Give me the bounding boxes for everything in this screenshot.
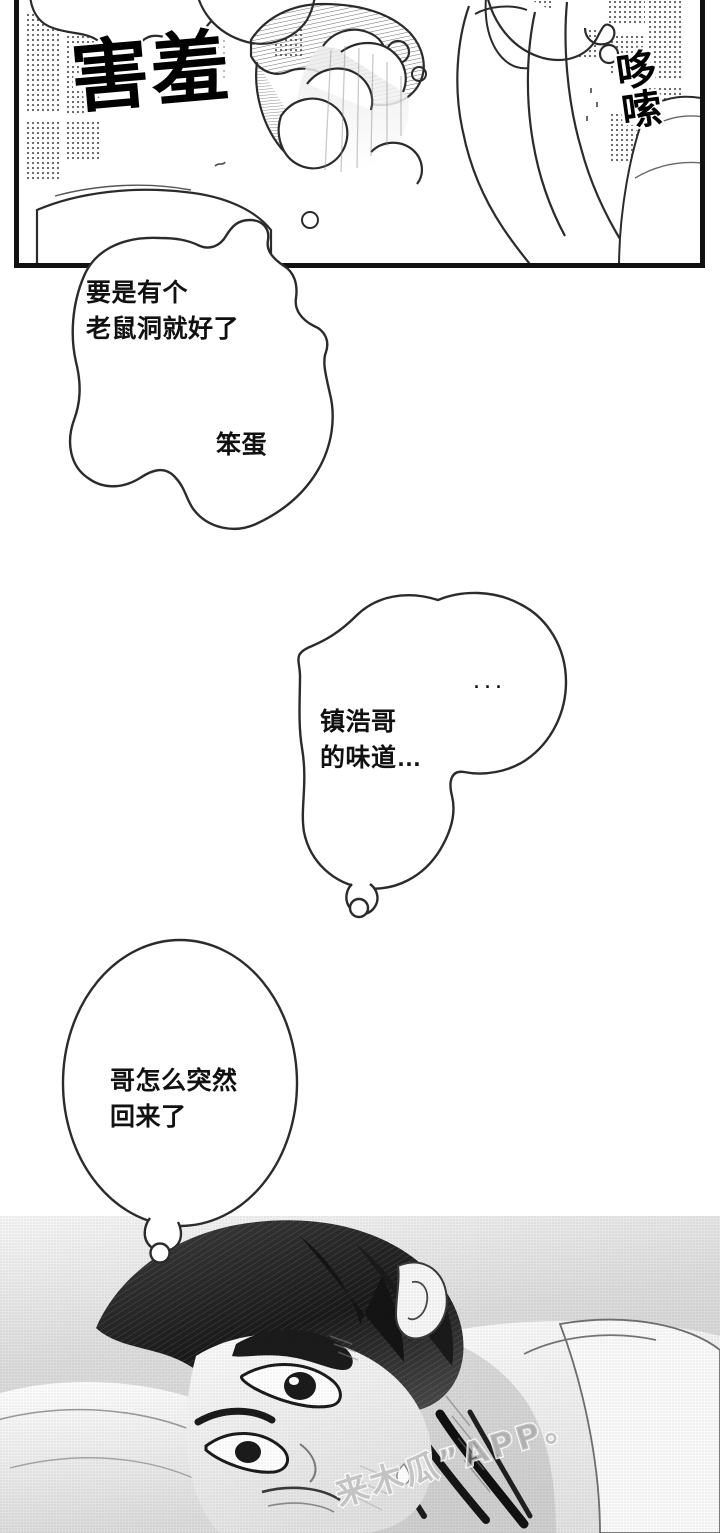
panel-grain — [0, 1216, 720, 1533]
sfx-trembling: 哆嗦 — [613, 45, 666, 137]
speech-bubble-1-text: 要是有个 老鼠洞就好了 — [86, 279, 240, 343]
bottom-panel-artwork — [0, 1216, 720, 1533]
bottom-panel — [0, 1216, 720, 1533]
speech-bubble-1-secondary-text: 笨蛋 — [216, 431, 268, 459]
sfx-embarrassed: 害羞 — [67, 21, 235, 125]
thought-bubble-2-text: 镇浩哥 的味道… — [320, 708, 423, 772]
thought-bubble-3-text: 哥怎么突然 回来了 — [110, 1067, 238, 1131]
top-panel: 害羞 哆嗦 — [14, 0, 705, 268]
thought-bubble-2-ellipsis: ··· — [474, 677, 507, 697]
